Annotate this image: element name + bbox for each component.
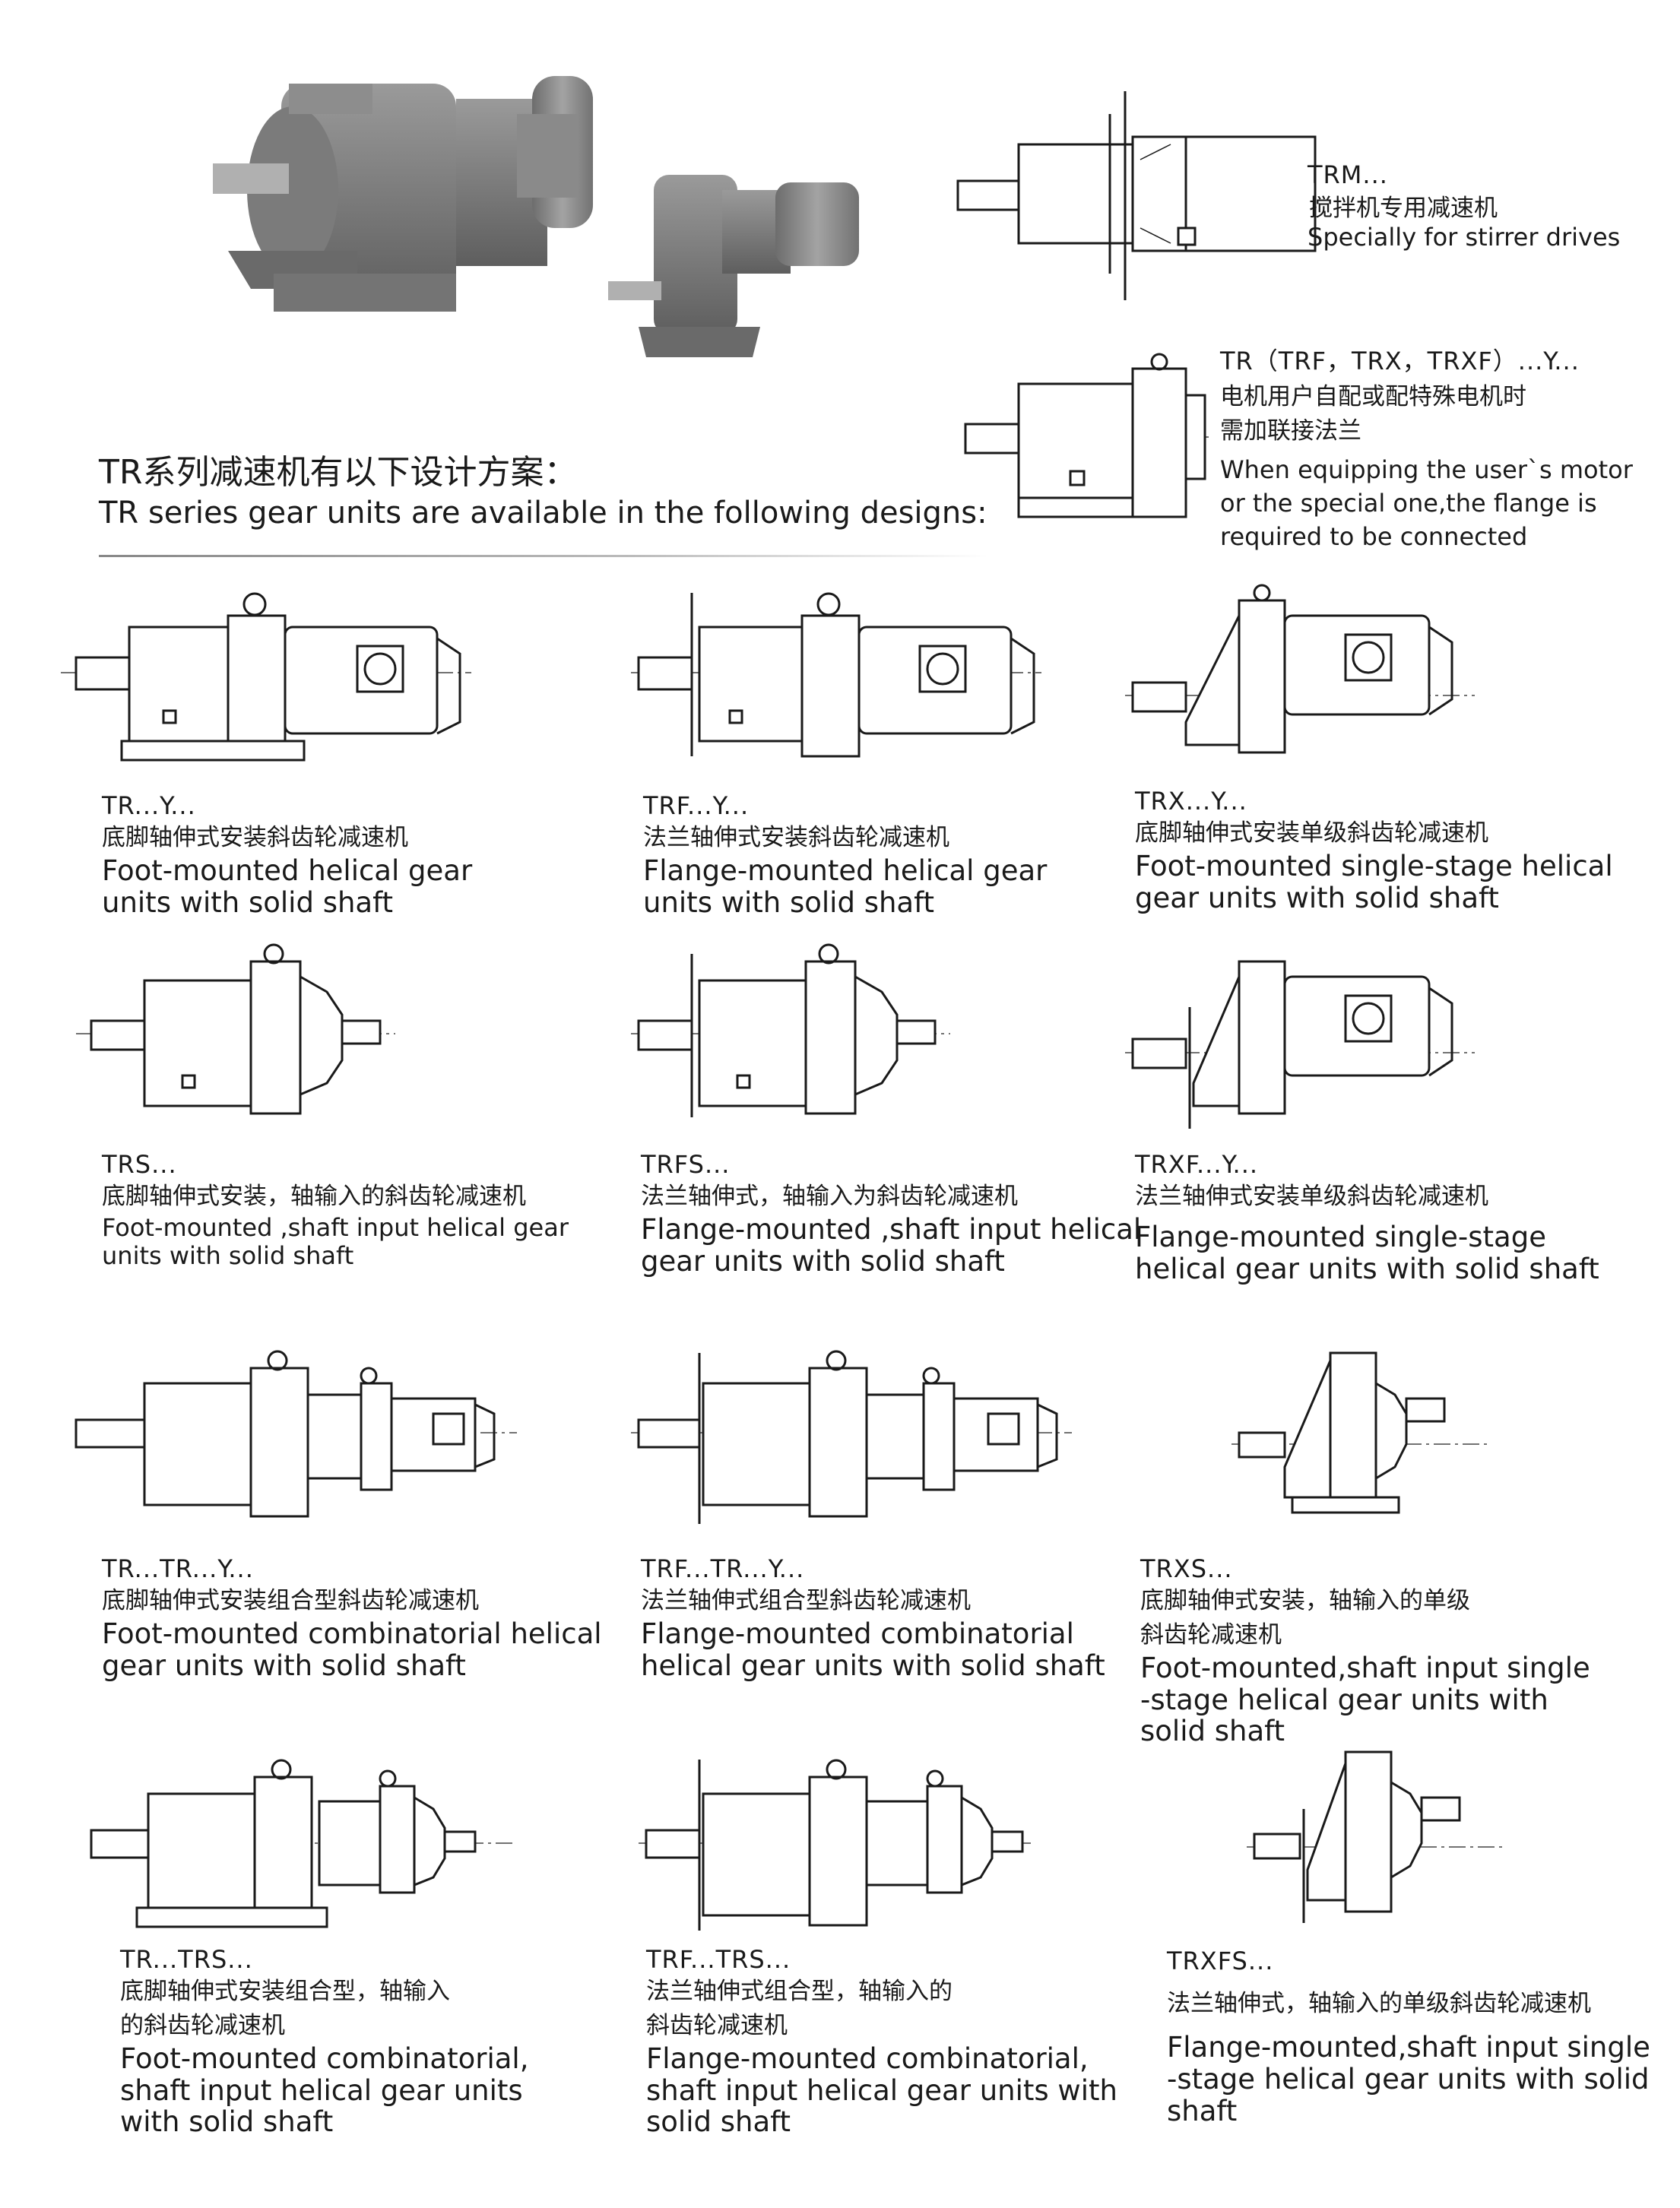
item-trxf-y: TRXF...Y... 法兰轴伸式安装单级斜齿轮减速机 Flange-mount…	[1135, 1150, 1599, 1285]
diagram-tr-y	[61, 592, 471, 762]
item-trf-trs: TRF...TRS... 法兰轴伸式组合型，轴输入的 斜齿轮减速机 Flange…	[646, 1945, 1117, 2139]
item-trx-y: TRX...Y... 底脚轴伸式安装单级斜齿轮减速机 Foot-mounted …	[1135, 787, 1613, 914]
diagram-trs	[76, 943, 395, 1115]
gear-motor-photo	[213, 76, 859, 357]
item-tr-tr-y: TR...TR...Y... 底脚轴伸式安装组合型斜齿轮减速机 Foot-mou…	[102, 1554, 602, 1682]
item-trxs: TRXS... 底脚轴伸式安装，轴输入的单级 斜齿轮减速机 Foot-mount…	[1140, 1554, 1590, 1748]
diagram-trx-y	[1125, 584, 1475, 754]
try-cn: 电机用户自配或配特殊电机时 需加联接法兰	[1220, 383, 1526, 445]
diagram-trf-tr-y	[631, 1350, 1072, 1524]
item-tr-y: TR...Y... 底脚轴伸式安装斜齿轮减速机 Foot-mounted hel…	[102, 791, 473, 919]
diagram-trxs	[1231, 1351, 1490, 1514]
diagram-trfs	[631, 943, 950, 1117]
item-trfs: TRFS... 法兰轴伸式，轴输入为斜齿轮减速机 Flange-mounted …	[641, 1150, 1142, 1278]
diagram-trf-trs	[639, 1759, 1034, 1931]
diagram-trf-y	[631, 592, 1041, 758]
diagram-trxf-y	[1125, 960, 1475, 1129]
item-tr-trs: TR...TRS... 底脚轴伸式安装组合型，轴输入 的斜齿轮减速机 Foot-…	[120, 1945, 529, 2139]
trm-en: Specially for stirrer drives	[1308, 223, 1621, 252]
heading-en: TR series gear units are available in th…	[99, 496, 987, 531]
item-trf-tr-y: TRF...TR...Y... 法兰轴伸式组合型斜齿轮减速机 Flange-mo…	[641, 1554, 1105, 1682]
item-trs: TRS... 底脚轴伸式安装，轴输入的斜齿轮减速机 Foot-mounted ,…	[102, 1150, 569, 1270]
trm-code: TRM...	[1308, 160, 1388, 189]
try-code: TR（TRF，TRX，TRXF）...Y...	[1220, 347, 1580, 375]
item-trxfs: TRXFS... 法兰轴伸式，轴输入的单级斜齿轮减速机 Flange-mount…	[1167, 1947, 1650, 2127]
trxy-diagram	[964, 353, 1209, 518]
diagram-tr-trs	[90, 1759, 517, 1928]
trm-diagram	[956, 91, 1317, 300]
diagram-trxfs	[1247, 1750, 1505, 1923]
item-trf-y: TRF...Y... 法兰轴伸式安装斜齿轮减速机 Flange-mounted …	[643, 791, 1048, 919]
try-en: When equipping the user`s motor or the s…	[1220, 455, 1633, 552]
trm-cn: 搅拌机专用减速机	[1309, 195, 1498, 222]
diagram-tr-tr-y	[74, 1350, 517, 1518]
heading-divider	[99, 555, 988, 557]
heading-cn: TR系列减速机有以下设计方案：	[99, 453, 578, 492]
